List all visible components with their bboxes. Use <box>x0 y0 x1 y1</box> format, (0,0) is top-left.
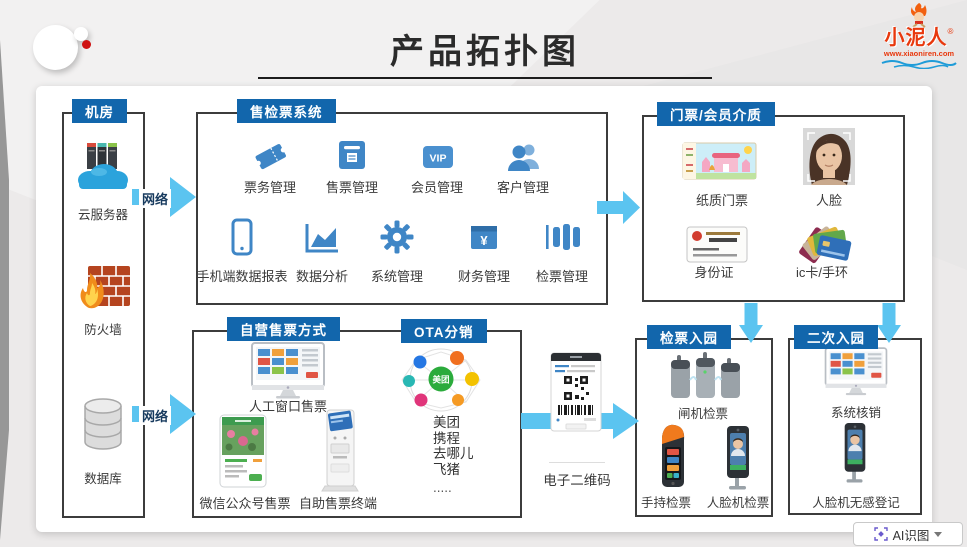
machine-room-box <box>62 112 145 518</box>
face-label: 人脸 <box>815 193 843 208</box>
kiosk-icon <box>321 409 359 492</box>
ticket-mgmt-label: 票务管理 <box>243 180 297 195</box>
ota-item-more: ..... <box>433 480 452 495</box>
ticketing-system-title: 售检票系统 <box>237 99 336 123</box>
ota-item: 去哪儿 <box>433 446 474 461</box>
system-verify-label: 系统核销 <box>830 406 882 420</box>
face-terminal-icon <box>844 423 866 483</box>
face-machine-check-label: 人脸机检票 <box>706 496 770 510</box>
self-kiosk-label: 自助售票终端 <box>298 496 378 511</box>
system-mgmt-label: 系统管理 <box>370 269 424 284</box>
firewall-icon <box>80 266 130 309</box>
yuan-text: ¥ <box>480 233 488 248</box>
finance-icon: ¥ <box>471 226 497 249</box>
handheld-check-label: 手持检票 <box>640 496 692 510</box>
chevron-down-icon[interactable] <box>934 531 943 537</box>
ic-card-label: ic卡/手环 <box>795 265 849 280</box>
paper-ticket-icon <box>682 142 757 180</box>
id-card-label: 身份证 <box>694 265 734 280</box>
counter-sale-label: 人工窗口售票 <box>248 399 328 414</box>
machine-room-title: 机房 <box>72 99 127 123</box>
customer-mgmt-label: 客户管理 <box>496 180 550 195</box>
id-card-icon <box>686 226 748 263</box>
database-label: 数据库 <box>84 472 122 486</box>
customers-icon <box>508 144 539 171</box>
member-mgmt-label: 会员管理 <box>410 180 464 195</box>
desktop-monitor-icon <box>824 347 888 396</box>
ota-item: 美团 <box>433 415 460 430</box>
vip-text: VIP <box>430 153 447 165</box>
phone-icon <box>231 218 253 256</box>
sales-mgmt-label: 售票管理 <box>325 180 379 195</box>
data-analysis-label: 数据分析 <box>295 269 349 284</box>
self-sale-title: 自营售票方式 <box>227 317 340 341</box>
page-title: 产品拓扑图 <box>390 33 580 71</box>
decor-dot <box>82 40 91 49</box>
wechat-phone-icon <box>219 414 267 488</box>
wechat-sale-label: 微信公众号售票 <box>199 496 291 511</box>
gate-check-label: 闸机检票 <box>677 407 729 421</box>
ai-scan-icon <box>873 527 888 541</box>
brand-logo: 小泥人® www.xiaoniren.com <box>872 2 966 69</box>
entry-check-title: 检票入园 <box>647 325 731 349</box>
brand-name: 小泥人 <box>884 27 948 49</box>
ic-cards-icon <box>799 226 852 264</box>
check-mgmt-label: 检票管理 <box>535 269 589 284</box>
ota-item: 携程 <box>433 430 460 446</box>
ai-button-label: AI识图 <box>892 528 930 543</box>
ota-item: 飞猪 <box>433 461 460 477</box>
ticket-icon <box>255 144 286 170</box>
face-register-label: 人脸机无感登记 <box>812 496 900 510</box>
qr-code-label: 电子二维码 <box>543 473 611 488</box>
title-underline <box>258 77 712 79</box>
waves-icon <box>881 59 957 69</box>
cloud-server-label: 云服务器 <box>77 208 129 222</box>
brand-url: www.xiaoniren.com <box>883 49 955 58</box>
network-label-top: 网络 <box>139 189 172 208</box>
chart-icon <box>305 224 338 253</box>
qr-code-icon <box>550 352 602 432</box>
face-terminal-icon <box>727 426 749 490</box>
ota-network-icon: 美团 <box>401 348 481 412</box>
ticket-machine-icon <box>339 141 365 169</box>
network-label-bottom: 网络 <box>139 406 172 425</box>
cloud-server-icon <box>78 143 128 189</box>
handheld-scanner-icon <box>662 424 685 487</box>
media-title: 门票/会员介质 <box>657 102 775 126</box>
qr-divider <box>549 462 605 463</box>
system-to-media-arrow <box>597 191 640 224</box>
media-to-entry-arrow <box>739 303 763 343</box>
media-to-reentry-arrow <box>877 303 901 343</box>
meituan-badge: 美团 <box>432 375 449 385</box>
vip-icon: VIP <box>423 146 453 168</box>
decor-circle <box>74 27 88 41</box>
gates-icon <box>546 224 580 250</box>
mascot-icon <box>910 3 927 28</box>
database-icon <box>84 398 122 450</box>
paper-ticket-label: 纸质门票 <box>695 193 749 208</box>
desktop-monitor-icon <box>251 342 325 399</box>
ticketing-system-box <box>196 112 608 305</box>
registered-mark: ® <box>947 27 954 36</box>
mobile-report-label: 手机端数据报表 <box>196 269 288 284</box>
ota-list: 美团 携程 去哪儿 飞猪 ..... <box>433 415 474 496</box>
finance-mgmt-label: 财务管理 <box>457 269 511 284</box>
re-entry-title: 二次入园 <box>794 325 878 349</box>
face-photo-icon <box>803 128 855 185</box>
ai-recognize-button[interactable]: AI识图 <box>853 522 963 546</box>
bg-shape <box>0 40 9 540</box>
turnstile-icon <box>671 352 740 398</box>
firewall-label: 防火墙 <box>84 323 122 337</box>
gear-icon <box>380 220 414 254</box>
ota-title: OTA分销 <box>401 319 487 343</box>
decor-circle <box>33 25 78 70</box>
